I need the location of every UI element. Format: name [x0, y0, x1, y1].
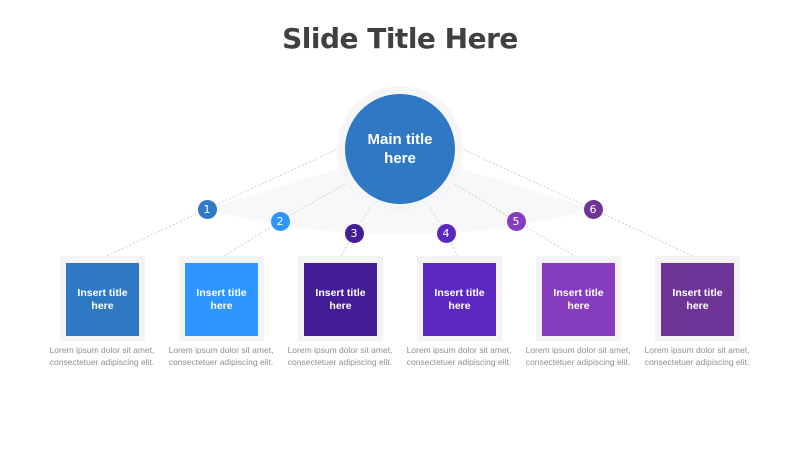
item-card-5: Insert title here: [542, 263, 615, 336]
connector-main-1: [206, 147, 341, 210]
item-card-1: Insert title here: [66, 263, 139, 336]
step-badge-4: 4: [436, 223, 456, 243]
item-card-title: Insert title here: [77, 286, 128, 312]
item-card-title: Insert title here: [672, 286, 723, 312]
item-card-title: Insert title here: [434, 286, 485, 312]
item-card-2: Insert title here: [185, 263, 258, 336]
item-card-6: Insert title here: [661, 263, 734, 336]
item-card-title: Insert title here: [196, 286, 247, 312]
connector-main-2: [279, 179, 353, 222]
main-node-title: Main title here: [367, 131, 433, 167]
item-description-3: Lorem ipsum dolor sit amet, consectetuer…: [287, 345, 393, 367]
item-card-title: Insert title here: [553, 286, 604, 312]
item-description-1: Lorem ipsum dolor sit amet, consectetuer…: [49, 345, 155, 367]
step-badge-3: 3: [344, 223, 364, 243]
step-badge-5: 5: [506, 211, 526, 231]
item-card-4: Insert title here: [423, 263, 496, 336]
step-badge-2: 2: [270, 211, 290, 231]
item-description-5: Lorem ipsum dolor sit amet, consectetuer…: [525, 345, 631, 367]
item-description-2: Lorem ipsum dolor sit amet, consectetuer…: [168, 345, 274, 367]
step-badge-1: 1: [197, 199, 217, 219]
item-card-3: Insert title here: [304, 263, 377, 336]
slide-title: Slide Title Here: [282, 22, 518, 55]
item-description-4: Lorem ipsum dolor sit amet, consectetuer…: [406, 345, 512, 367]
connector-main-6: [459, 147, 594, 210]
main-node: Main title here: [345, 94, 455, 204]
connector-card-5: [515, 220, 579, 259]
connector-main-5: [447, 179, 517, 222]
item-description-6: Lorem ipsum dolor sit amet, consectetuer…: [644, 345, 750, 367]
item-card-title: Insert title here: [315, 286, 366, 312]
connector-card-1: [101, 208, 208, 259]
connector-card-6: [592, 208, 698, 259]
step-badge-6: 6: [583, 199, 603, 219]
connector-card-2: [220, 220, 281, 259]
